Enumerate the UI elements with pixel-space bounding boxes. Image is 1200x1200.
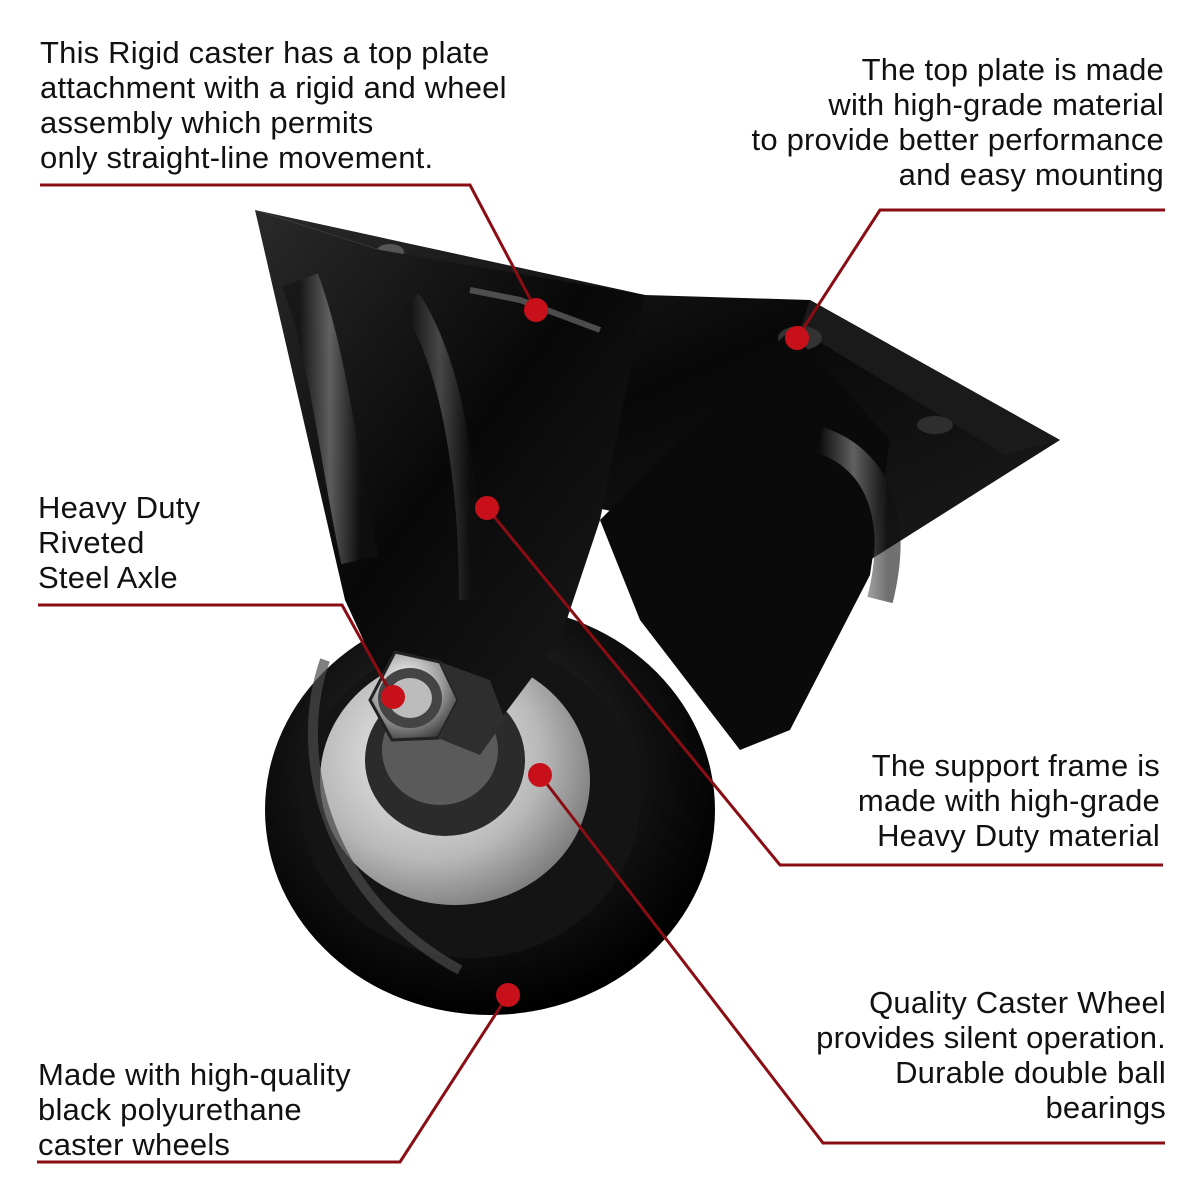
callout-line: assembly which permits <box>40 105 374 140</box>
callout-line: only straight-line movement. <box>40 140 434 175</box>
callout-line: Riveted <box>38 525 145 560</box>
front-fork-bracket <box>255 210 645 720</box>
callout-rigid-caster-description: This Rigid caster has a top plate attach… <box>40 35 507 175</box>
callout-line: Durable double ball <box>895 1055 1166 1090</box>
callout-line: with high-grade material <box>828 87 1164 122</box>
back-fork-leg <box>600 330 901 750</box>
callout-line: Made with high-quality <box>38 1057 351 1092</box>
callout-line: The support frame is <box>871 748 1160 783</box>
callout-support-frame: The support frame is made with high-grad… <box>858 748 1160 853</box>
callout-line: Quality Caster Wheel <box>869 985 1166 1020</box>
marker-dots <box>381 298 809 1007</box>
callout-line: This Rigid caster has a top plate <box>40 35 490 70</box>
callout-line: caster wheels <box>38 1127 231 1162</box>
marker-dot-support-frame <box>475 496 499 520</box>
marker-dot-polyurethane-tire <box>496 983 520 1007</box>
callout-line: to provide better performance <box>751 122 1164 157</box>
marker-dot-top-plate-material <box>785 326 809 350</box>
leader-lines <box>37 183 1165 1164</box>
callout-line: Heavy Duty <box>38 490 201 525</box>
callout-line: The top plate is made <box>861 52 1164 87</box>
callout-quality-wheel-bearings: Quality Caster Wheel provides silent ope… <box>816 985 1166 1125</box>
callout-line: Steel Axle <box>38 560 178 595</box>
callout-line: black polyurethane <box>38 1092 302 1127</box>
callout-line: bearings <box>1045 1090 1166 1125</box>
callout-line: and easy mounting <box>898 157 1164 192</box>
axle-nut <box>368 650 505 755</box>
marker-dot-top-plate-attachment <box>524 298 548 322</box>
marker-dot-ball-bearings <box>528 763 552 787</box>
callout-steel-axle: Heavy Duty Riveted Steel Axle <box>38 490 200 595</box>
marker-dot-axle <box>381 685 405 709</box>
callout-top-plate-material: The top plate is made with high-grade ma… <box>752 52 1164 192</box>
callout-line: attachment with a rigid and wheel <box>40 70 507 105</box>
callout-line: made with high-grade <box>857 783 1160 818</box>
callout-line: Heavy Duty material <box>877 818 1160 853</box>
callout-polyurethane-wheels: Made with high-quality black polyurethan… <box>38 1057 351 1162</box>
callout-line: provides silent operation. <box>816 1020 1166 1055</box>
